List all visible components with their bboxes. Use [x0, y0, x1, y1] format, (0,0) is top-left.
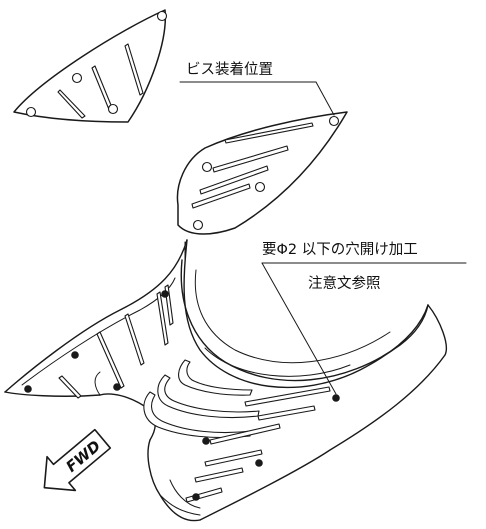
- forward-arrow: FWD: [43, 428, 112, 492]
- middle-plate-hole: [328, 115, 340, 127]
- drill-point: [161, 290, 169, 298]
- drill-point: [24, 385, 32, 393]
- drill-point: [202, 437, 210, 445]
- top-plate-hole: [107, 103, 119, 115]
- middle-plate-hole: [192, 219, 204, 231]
- screw-position-label: ビス装着位置: [186, 61, 273, 78]
- middle-plate-hole: [201, 161, 213, 173]
- top-plate-hole: [25, 106, 37, 118]
- drill-point: [192, 493, 200, 501]
- see-caution-label: 注意文参照: [308, 274, 381, 292]
- drill-point: [332, 394, 340, 402]
- floor-body: [4, 239, 447, 522]
- top-plate: [13, 9, 168, 123]
- leader-lines: [179, 81, 467, 395]
- drill-hole-label: 要Φ2 以下の穴開け加工: [262, 241, 418, 258]
- drill-point: [113, 383, 121, 391]
- drill-point: [255, 459, 263, 467]
- top-plate-hole: [156, 10, 168, 22]
- drill-point: [71, 351, 79, 359]
- middle-plate-hole: [254, 181, 266, 193]
- top-plate-hole: [71, 72, 83, 84]
- middle-plate: [176, 111, 348, 235]
